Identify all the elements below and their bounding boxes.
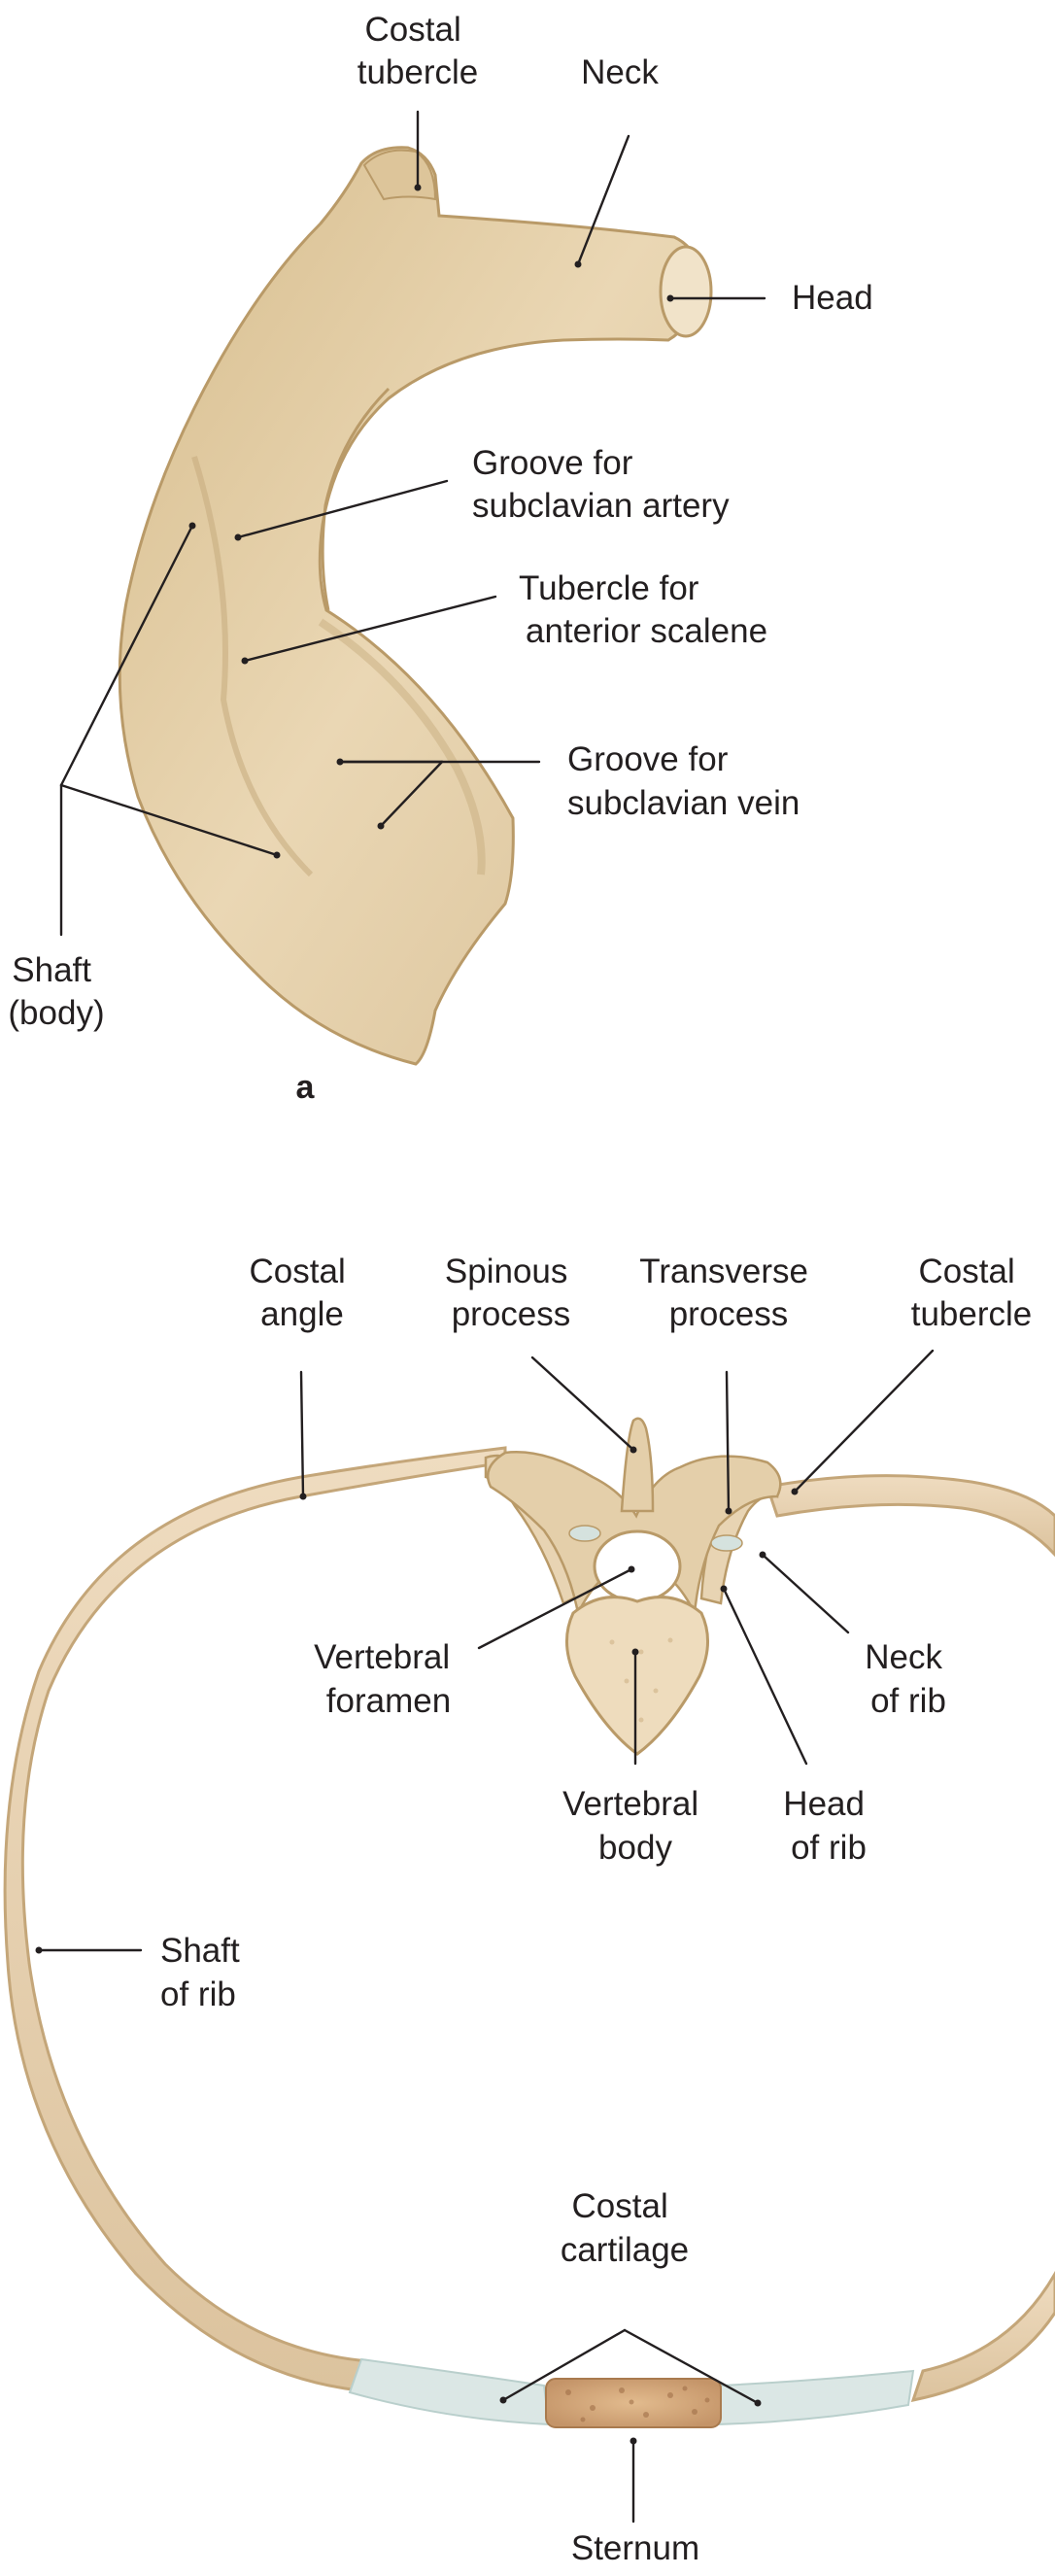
first-rib-inner-edge — [321, 387, 391, 611]
label-spinous-process: Spinous process — [445, 1253, 577, 1333]
label-groove-subclavian-artery: Groove for subclavian artery — [472, 444, 730, 525]
thoracic-vertebra — [484, 1417, 782, 1756]
label-head: Head — [792, 279, 873, 317]
label-neck-of-rib: Neck of rib — [865, 1638, 951, 1720]
label-neck: Neck — [581, 53, 659, 91]
label-shaft-body: Shaft (body) — [8, 951, 104, 1032]
right-rib-shaft — [766, 1474, 1055, 1558]
label-groove-subclavian-vein: Groove for subclavian vein — [567, 740, 800, 822]
spinous-process — [620, 1417, 655, 1513]
label-tubercle-anterior-scalene: Tubercle for anterior scalene — [519, 569, 767, 650]
label-head-of-rib: Head of rib — [783, 1785, 873, 1867]
panel-letter-a: a — [296, 1069, 316, 1106]
first-rib-head-surface — [659, 245, 713, 338]
panel-b-leaders — [35, 1349, 935, 2524]
right-costal-cartilage — [715, 2369, 915, 2426]
label-costal-tubercle-b: Costal tubercle — [911, 1253, 1033, 1333]
left-rib-shaft — [3, 1446, 507, 2392]
panel-a-leaders — [59, 110, 766, 937]
label-vertebral-foramen: Vertebral foramen — [314, 1638, 459, 1720]
label-vertebral-body: Vertebral body — [562, 1785, 708, 1867]
label-transverse-process: Transverse process — [639, 1253, 818, 1333]
label-costal-tubercle-a: Costal tubercle — [357, 11, 479, 91]
vertebral-body-texture — [609, 1637, 673, 1723]
label-costal-angle: Costal angle — [250, 1253, 356, 1333]
panel-b: Costal angle Spinous process Transverse … — [3, 1253, 1055, 2567]
right-facet — [710, 1534, 743, 1552]
first-rib-shading — [191, 456, 314, 877]
right-rib-lower — [910, 2270, 1055, 2402]
panel-a: Costal tubercle Neck Head Groove for sub… — [8, 11, 872, 1106]
left-facet — [568, 1525, 601, 1542]
label-sternum: Sternum — [571, 2529, 699, 2567]
label-costal-cartilage: Costal cartilage — [561, 2187, 689, 2269]
vertebral-foramen-opening — [593, 1529, 682, 1603]
sternum-texture — [565, 2386, 710, 2422]
first-rib-groove-shade — [318, 618, 486, 876]
label-shaft-of-rib: Shaft of rib — [160, 1932, 249, 2013]
vertebral-body-shape — [564, 1596, 710, 1756]
